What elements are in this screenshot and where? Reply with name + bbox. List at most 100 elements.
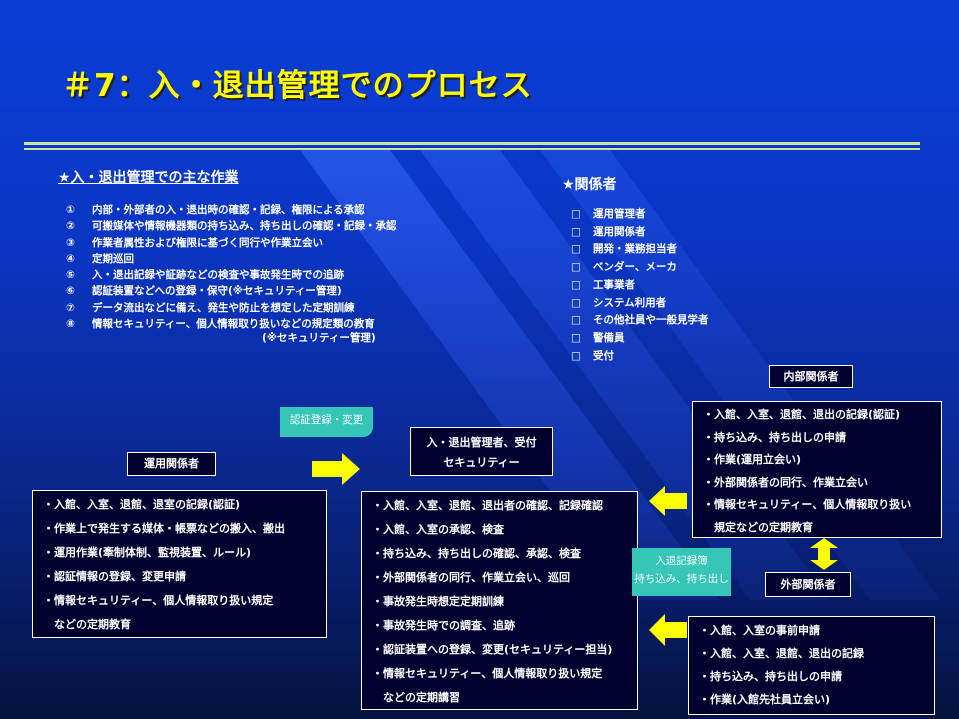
manager-item: ・外部関係者の同行、作業立会い、巡回 [372, 571, 570, 584]
manager-item: ・入館、入室、退館、退出者の確認、記録確認 [372, 499, 603, 512]
task-item-text: 定期巡回 [92, 252, 134, 265]
task-item-number: ② [66, 220, 75, 233]
ops-item: などの定期教育 [43, 618, 131, 631]
title-divider-top [24, 142, 920, 145]
stakeholders-list: □運用管理者□運用関係者□開発・業務担当者□ベンダー、メーカ□工事業者□システム… [571, 206, 709, 365]
checkbox-icon: □ [571, 296, 581, 309]
stakeholder-item: □ 警備員 [571, 330, 709, 348]
manager-item: ・認証装置への登録、変更(セキュリティー担当) [372, 643, 613, 656]
cert-registration-note: 認証登録・変更 [280, 407, 373, 437]
external-item: ・作業(入館先社員立会い) [699, 693, 831, 706]
checkbox-icon: □ [571, 225, 581, 238]
task-item-text: 認証装置などへの登録・保守(※セキュリティー管理) [92, 285, 342, 298]
checkbox-icon: □ [571, 314, 581, 327]
stakeholder-item-label: その他社員や一般見学者 [593, 314, 709, 327]
internal-stakeholders-label: 内部関係者 [769, 365, 853, 388]
arrow-external-to-manager [649, 614, 687, 646]
manager-item: ・事故発生時想定定期訓練 [372, 595, 504, 608]
arrow-ops-to-manager [312, 453, 360, 485]
checkbox-icon: □ [571, 278, 581, 291]
task-item-text: データ流出などに備え、発生や防止を想定した定期訓練 [92, 301, 355, 314]
manager-item: ・事故発生時での調査、追跡 [372, 619, 515, 632]
stakeholder-item: □ 運用関係者 [571, 224, 709, 242]
internal-item: 規定などの定期教育 [703, 520, 813, 534]
stakeholders-heading: ★関係者 [562, 177, 617, 193]
ops-item: ・運用作業(牽制体制、監視装置、ルール) [43, 546, 252, 559]
ops-item: ・情報セキュリティー、個人情報取り扱い規定 [43, 594, 274, 607]
internal-item: ・情報セキュリティー、個人情報取り扱い [703, 498, 912, 511]
manager-item: ・情報セキュリティー、個人情報取り扱い規定 [372, 667, 603, 680]
manager-label-line2: セキュリティー [443, 456, 520, 469]
task-item-number: ④ [66, 252, 75, 265]
manager-item: ・持ち込み、持ち出しの確認、承認、検査 [372, 547, 581, 560]
stakeholder-item: □ベンダー、メーカ [571, 259, 709, 277]
stakeholder-item-label: 工事業者 [593, 278, 635, 291]
log-book-note-line2: 持ち込み、持ち出し [634, 573, 729, 585]
tasks-note: (※セキュリティー管理) [262, 332, 376, 344]
manager-item: などの定期講習 [372, 691, 460, 704]
task-item-text: 入・退出記録や証跡などの検査や事故発生時での追跡 [92, 269, 344, 282]
manager-item: ・入館、入室の承認、検査 [372, 523, 504, 536]
stakeholder-item-label: 運用関係者 [593, 225, 646, 238]
ops-item: ・認証情報の登録、変更申請 [43, 570, 186, 583]
task-item-text: 作業者属性および権限に基づく同行や作業立会い [92, 236, 323, 249]
task-item-text: 可搬媒体や情報機器類の持ち込み、持ち出しの確認・記録・承認 [92, 220, 397, 233]
task-item: ⑥ 認証装置などへの登録・保守(※セキュリティー管理) [66, 283, 397, 299]
stakeholder-item: □ 受付 [571, 348, 709, 366]
external-item: ・持ち込み、持ち出しの申請 [699, 670, 842, 683]
internal-item: ・入館、入室、退館、退出の記録(認証) [703, 408, 901, 421]
external-item: ・入館、入室の事前申請 [699, 624, 820, 637]
checkbox-icon: □ [571, 349, 581, 362]
stakeholder-item: □ 工事業者 [571, 277, 709, 295]
internal-item: ・作業(運用立会い) [703, 453, 802, 466]
ops-item: ・入館、入室、退館、退室の記録(認証) [43, 498, 241, 511]
external-stakeholders-label: 外部関係者 [765, 572, 851, 597]
log-book-note: 入退記録簿 持ち込み、持ち出し [632, 548, 731, 596]
internal-stakeholders-box: ・入館、入室、退館、退出の記録(認証) ・持ち込み、持ち出しの申請・作業(運用立会… [692, 401, 942, 538]
stakeholder-item-label: ベンダー、メーカ [593, 261, 677, 274]
manager-box: ・入館、入室、退館、退出者の確認、記録確認・入館、入室の承認、検査・持ち込み、持… [361, 491, 638, 710]
task-item: ④ 定期巡回 [66, 251, 397, 267]
stakeholder-item-label: システム利用者 [593, 296, 667, 309]
task-item: ① 内部・外部者の入・退出時の確認・記録、権限による承認 [66, 202, 397, 218]
tasks-heading: ★入・退出管理での主な作業 [58, 170, 239, 186]
task-item: ② 可搬媒体や情報機器類の持ち込み、持ち出しの確認・記録・承認 [66, 218, 397, 234]
task-item: ③ 作業者属性および権限に基づく同行や作業立会い [66, 235, 397, 251]
stakeholder-item-label: 警備員 [593, 331, 625, 344]
ops-stakeholders-box: ・入館、入室、退館、退室の記録(認証) ・作業上で発生する媒体・帳票などの搬入、搬… [32, 490, 327, 638]
stakeholder-item-label: 運用管理者 [593, 208, 646, 220]
task-item-number: ⑥ [66, 285, 75, 298]
arrow-internal-to-manager [649, 486, 687, 516]
stakeholder-item: □ 運用管理者 [571, 206, 709, 224]
ops-item: ・作業上で発生する媒体・帳票などの搬入、搬出 [43, 522, 285, 535]
task-item-text: 情報セキュリティー、個人情報取り扱いなどの規定類の教育 [92, 318, 375, 331]
log-book-note-line1: 入退記録簿 [655, 555, 708, 567]
stakeholder-item-label: 開発・業務担当者 [593, 243, 677, 256]
task-item-number: ① [66, 204, 75, 216]
checkbox-icon: □ [571, 243, 581, 256]
external-item: ・入館、入室、退館、退出の記録 [699, 647, 864, 660]
external-stakeholders-box: ・入館、入室の事前申請・入館、入室、退館、退出の記録・持ち込み、持ち出しの申請・… [688, 616, 935, 715]
internal-item: ・持ち込み、持ち出しの申請 [703, 430, 846, 444]
task-item-number: ③ [66, 236, 75, 249]
tasks-list: ① 内部・外部者の入・退出時の確認・記録、権限による承認 ② 可搬媒体や情報機器類の持… [66, 202, 397, 332]
slide-title: ＃7：入・退出管理でのプロセス [62, 68, 533, 104]
task-item-text: 内部・外部者の入・退出時の確認・記録、権限による承認 [92, 204, 365, 216]
ops-stakeholders-label: 運用関係者 [127, 452, 216, 476]
manager-label: 入・退出管理者、受付 セキュリティー [410, 427, 553, 476]
task-item: ⑧ 情報セキュリティー、個人情報取り扱いなどの規定類の教育 [66, 316, 397, 332]
task-item-number: ⑧ [66, 318, 75, 331]
checkbox-icon: □ [571, 208, 581, 220]
stakeholder-item: □ その他社員や一般見学者 [571, 312, 709, 330]
stakeholder-item: □ 開発・業務担当者 [571, 241, 709, 259]
checkbox-icon: □ [571, 331, 581, 344]
title-divider-bottom [24, 148, 920, 150]
task-item: ⑤ 入・退出記録や証跡などの検査や事故発生時での追跡 [66, 267, 397, 283]
stakeholder-item: □ システム利用者 [571, 295, 709, 313]
stakeholder-item-label: 受付 [593, 349, 614, 362]
manager-label-line1: 入・退出管理者、受付 [426, 436, 537, 449]
task-item-number: ⑤ [66, 269, 75, 282]
internal-item: ・外部関係者の同行、作業立会い [703, 475, 868, 489]
arrow-internal-external [810, 538, 838, 570]
